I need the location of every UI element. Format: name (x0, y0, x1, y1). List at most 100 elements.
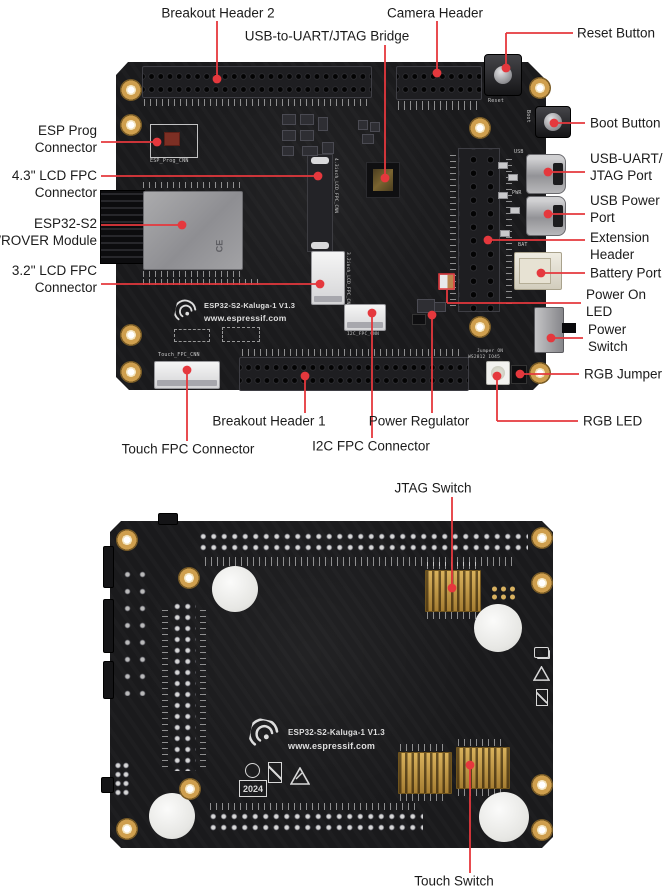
switch-pins (458, 789, 506, 796)
esd-triangle-icon (289, 766, 311, 785)
edge-connector-profile (103, 599, 114, 653)
callout-label-usb-power-port: USB Power Port (590, 193, 660, 225)
mounting-hole (531, 819, 553, 841)
passive (508, 174, 518, 181)
passive (358, 120, 368, 130)
switch-pins (400, 744, 448, 751)
battery-port (514, 252, 562, 290)
lcd-43-fpc-connector (307, 154, 333, 252)
silkscreen-box (174, 329, 210, 342)
edge-connector-profile (103, 661, 114, 699)
passive (412, 314, 426, 325)
esp-prog-component (164, 132, 180, 146)
rubber-foot (212, 566, 258, 612)
through-hole-pads (120, 566, 154, 696)
jtag-switch (425, 570, 481, 612)
touch-switch-a (398, 752, 452, 794)
silk-i2c-label: I2C_FPC_CNN (347, 332, 380, 337)
passive (370, 122, 380, 132)
callout-label-power-regulator: Power Regulator (368, 413, 470, 429)
silk-board-title: ESP32-S2-Kaluga-1 V1.3 (204, 301, 296, 310)
module-pads (143, 279, 263, 285)
callout-label-power-on-led: Power On LED (586, 287, 647, 319)
through-hole-pads (208, 811, 423, 835)
silk-lcd32-label: 3.2inch_LCD_FPC_CNN (345, 252, 350, 308)
mounting-hole (529, 77, 551, 99)
callout-label-3-2-lcd-fpc-connector: 3.2" LCD FPC Connector (11, 263, 97, 295)
power-switch-lever (562, 323, 576, 333)
ce-mark: CE (214, 239, 225, 253)
callout-label-usb-uart-jtag-port: USB-UART/ JTAG Port (590, 151, 663, 183)
callout-label-i2c-fpc-connector: I2C FPC Connector (312, 438, 430, 454)
edge-switch-tab (101, 777, 114, 793)
extension-header (458, 148, 500, 312)
weee-bin-small-icon (536, 689, 548, 706)
silk-usb-label: USB (514, 149, 524, 155)
mounting-hole (120, 114, 142, 136)
silk-pwr-label: PWR (512, 190, 522, 196)
silkscreen-pin-labels (205, 557, 515, 566)
module-pads (143, 271, 241, 277)
silk-ws2812-label: WS2812 IO45 (468, 355, 501, 360)
silk-reset-label: Reset (488, 98, 505, 104)
breakout-header-2 (142, 66, 372, 98)
callout-label-breakout-header-2: Breakout Header 2 (161, 5, 275, 21)
i2c-fpc-connector (344, 304, 386, 331)
callout-label-camera-header: Camera Header (386, 5, 484, 21)
silkscreen-pin-labels (506, 154, 512, 304)
through-hole-pads (114, 761, 130, 797)
mounting-hole (178, 567, 200, 589)
esp-prog-connector (150, 124, 198, 158)
callout-label-esp32-s2-wrover-module: ESP32-S2 WROVER Module (0, 216, 97, 248)
silk-lcd43-label: 4.3inch_LCD_FPC_CNN (333, 158, 338, 214)
front-board: ESP_Prog_CNN ESP32-S2-Kaluga-1 V1.3 www.… (100, 54, 576, 391)
gold-pads (490, 585, 516, 600)
battery-symbol-icon (534, 647, 549, 658)
passive (322, 142, 334, 154)
mounting-hole (120, 79, 142, 101)
callout-label-power-switch: Power Switch (588, 322, 628, 354)
passive (500, 230, 510, 237)
mounting-hole (469, 316, 491, 338)
camera-header (396, 66, 482, 100)
breakout-header-1 (239, 357, 469, 391)
rgb-led (486, 361, 510, 385)
passive (498, 162, 508, 169)
passive (302, 146, 318, 156)
mounting-hole (531, 774, 553, 796)
passive (510, 207, 520, 214)
callout-label-breakout-header-1: Breakout Header 1 (212, 413, 326, 429)
callout-label-touch-switch: Touch Switch (414, 873, 494, 889)
silkscreen-pin-labels (242, 349, 464, 356)
silk-board-url: www.espressif.com (204, 313, 287, 323)
callout-label-boot-button: Boot Button (590, 115, 661, 131)
silkscreen-pin-labels (144, 99, 368, 106)
mounting-hole (529, 362, 551, 384)
callout-label-reset-button: Reset Button (577, 25, 656, 41)
espressif-logo-icon (172, 295, 202, 331)
rubber-foot (479, 792, 529, 842)
edge-tab-top (158, 513, 178, 525)
mounting-hole (531, 527, 553, 549)
rubber-foot (474, 604, 522, 652)
touch-switch-b (456, 747, 510, 789)
rohs-circle-icon (245, 763, 260, 778)
usb-uart-jtag-port (526, 154, 566, 194)
mounting-hole (116, 818, 138, 840)
callout-label-jtag-switch: JTAG Switch (394, 480, 472, 496)
callout-label-usb-to-uart-jtag-bridge: USB-to-UART/JTAG Bridge (244, 28, 410, 44)
back-board: ESP32-S2-Kaluga-1 V1.3 www.espressif.com… (101, 513, 553, 848)
callout-label-extension-header: Extension Header (590, 230, 650, 262)
callout-label-touch-fpc-connector: Touch FPC Connector (121, 441, 255, 457)
module-pads (143, 182, 241, 188)
mounting-hole (116, 529, 138, 551)
switch-pins (458, 739, 506, 746)
through-hole-pads (172, 601, 196, 771)
passive (318, 117, 328, 131)
callout-label-rgb-led: RGB LED (583, 413, 643, 429)
rubber-foot (149, 793, 195, 839)
passive (282, 146, 294, 156)
silkscreen-pin-labels (398, 101, 478, 110)
callout-label-battery-port: Battery Port (590, 265, 662, 281)
edge-connector-profile (103, 546, 114, 588)
